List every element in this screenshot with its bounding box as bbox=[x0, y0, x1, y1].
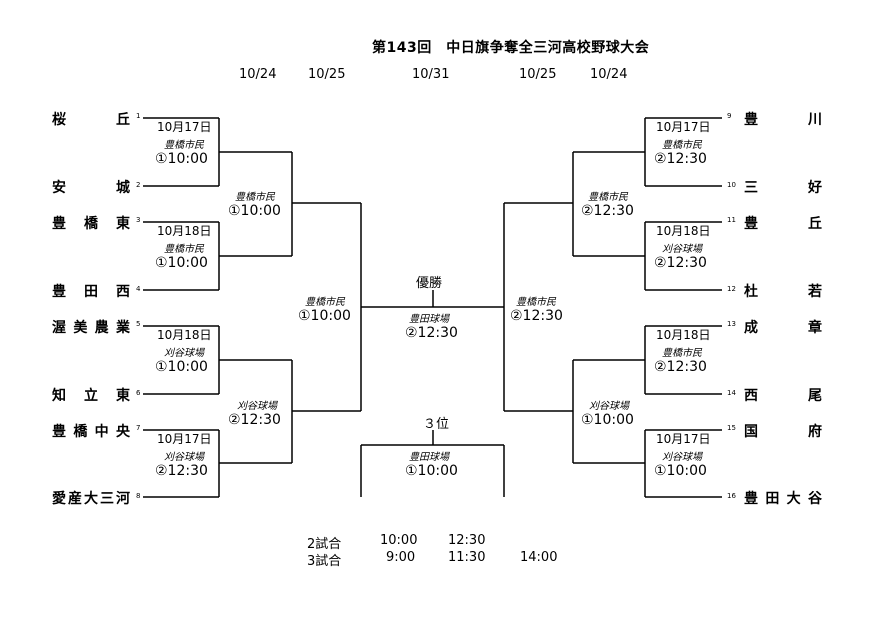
game-rq2-venue: 刈谷球場 bbox=[589, 401, 629, 412]
seed-right-16: 16 bbox=[727, 492, 736, 500]
seed-left-4: 4 bbox=[136, 285, 141, 293]
game-l2-venue: 豊橋市民 bbox=[164, 244, 204, 255]
game-rs-venue: 豊橋市民 bbox=[516, 297, 556, 308]
game-r3-time: ②12:30 bbox=[654, 359, 707, 375]
game-r2-venue: 刈谷球場 bbox=[662, 244, 702, 255]
game-lq1-venue: 豊橋市民 bbox=[235, 192, 275, 203]
game-l3-venue: 刈谷球場 bbox=[164, 348, 204, 359]
schedule-row2-t2: 11:30 bbox=[448, 550, 486, 565]
game-r4-venue: 刈谷球場 bbox=[662, 452, 702, 463]
game-r4-date: 10月17日 bbox=[656, 432, 711, 446]
game-r3-date: 10月18日 bbox=[656, 328, 711, 342]
team-right-16: 豊 田 大 谷 bbox=[744, 491, 822, 507]
schedule-row1-label: 2試合 bbox=[307, 537, 342, 552]
date-right-r1: 10/24 bbox=[590, 67, 628, 82]
seed-right-13: 13 bbox=[727, 320, 736, 328]
game-l3-date: 10月18日 bbox=[157, 328, 212, 342]
seed-left-6: 6 bbox=[136, 389, 141, 397]
team-left-6: 知 立 東 bbox=[52, 388, 130, 404]
third-time: ①10:00 bbox=[405, 463, 458, 479]
seed-right-10: 10 bbox=[727, 181, 736, 189]
seed-left-2: 2 bbox=[136, 181, 141, 189]
page-title: 第143回 中日旗争奪全三河高校野球大会 bbox=[372, 40, 650, 56]
game-lq1-time: ①10:00 bbox=[228, 203, 281, 219]
team-left-8: 愛産大三河 bbox=[52, 491, 130, 507]
team-left-7: 豊橋中央 bbox=[52, 424, 130, 440]
team-left-5: 渥美農業 bbox=[52, 320, 130, 336]
team-right-15: 国 府 bbox=[744, 424, 822, 440]
seed-left-8: 8 bbox=[136, 492, 141, 500]
game-ls-time: ①10:00 bbox=[298, 308, 351, 324]
seed-left-1: 1 bbox=[136, 112, 141, 120]
game-l4-time: ②12:30 bbox=[155, 463, 208, 479]
game-lq2-time: ②12:30 bbox=[228, 412, 281, 428]
game-r1-date: 10月17日 bbox=[656, 120, 711, 134]
team-right-11: 豊 丘 bbox=[744, 216, 822, 232]
date-final: 10/31 bbox=[412, 67, 450, 82]
team-left-1: 桜 丘 bbox=[52, 112, 130, 128]
final-time: ②12:30 bbox=[405, 325, 458, 341]
seed-right-12: 12 bbox=[727, 285, 736, 293]
team-left-4: 豊 田 西 bbox=[52, 284, 130, 300]
date-left-r2: 10/25 bbox=[308, 67, 346, 82]
game-l1-time: ①10:00 bbox=[155, 151, 208, 167]
team-left-3: 豊 橋 東 bbox=[52, 216, 130, 232]
game-r2-time: ②12:30 bbox=[654, 255, 707, 271]
game-l4-date: 10月17日 bbox=[157, 432, 212, 446]
team-right-14: 西 尾 bbox=[744, 388, 822, 404]
seed-right-15: 15 bbox=[727, 424, 736, 432]
game-ls-venue: 豊橋市民 bbox=[305, 297, 345, 308]
schedule-row2-t3: 14:00 bbox=[520, 550, 558, 565]
seed-right-11: 11 bbox=[727, 216, 736, 224]
team-left-2: 安 城 bbox=[52, 180, 130, 196]
game-rq1-venue: 豊橋市民 bbox=[588, 192, 628, 203]
seed-left-3: 3 bbox=[136, 216, 141, 224]
seed-right-14: 14 bbox=[727, 389, 736, 397]
final-label: 優勝 bbox=[416, 276, 443, 291]
game-l4-venue: 刈谷球場 bbox=[164, 452, 204, 463]
third-venue: 豊田球場 bbox=[409, 452, 449, 463]
team-right-12: 杜 若 bbox=[744, 284, 822, 300]
game-l1-venue: 豊橋市民 bbox=[164, 140, 204, 151]
game-l2-date: 10月18日 bbox=[157, 224, 212, 238]
team-right-9: 豊 川 bbox=[744, 112, 822, 128]
game-l3-time: ①10:00 bbox=[155, 359, 208, 375]
team-right-10: 三 好 bbox=[744, 180, 822, 196]
seed-right-9: 9 bbox=[727, 112, 732, 120]
game-rs-time: ②12:30 bbox=[510, 308, 563, 324]
game-l1-date: 10月17日 bbox=[157, 120, 212, 134]
game-r1-venue: 豊橋市民 bbox=[662, 140, 702, 151]
seed-left-7: 7 bbox=[136, 424, 141, 432]
team-right-13: 成 章 bbox=[744, 320, 822, 336]
third-label: ３位 bbox=[423, 417, 450, 432]
schedule-row1-t1: 10:00 bbox=[380, 533, 418, 548]
final-venue: 豊田球場 bbox=[409, 314, 449, 325]
game-r3-venue: 豊橋市民 bbox=[662, 348, 702, 359]
game-rq1-time: ②12:30 bbox=[581, 203, 634, 219]
game-rq2-time: ①10:00 bbox=[581, 412, 634, 428]
schedule-row2-t1: 9:00 bbox=[386, 550, 416, 565]
game-l2-time: ①10:00 bbox=[155, 255, 208, 271]
game-r4-time: ①10:00 bbox=[654, 463, 707, 479]
seed-left-5: 5 bbox=[136, 320, 141, 328]
game-r2-date: 10月18日 bbox=[656, 224, 711, 238]
date-right-r2: 10/25 bbox=[519, 67, 557, 82]
schedule-row1-t2: 12:30 bbox=[448, 533, 486, 548]
game-lq2-venue: 刈谷球場 bbox=[237, 401, 277, 412]
date-left-r1: 10/24 bbox=[239, 67, 277, 82]
game-r1-time: ②12:30 bbox=[654, 151, 707, 167]
schedule-row2-label: 3試合 bbox=[307, 554, 342, 569]
